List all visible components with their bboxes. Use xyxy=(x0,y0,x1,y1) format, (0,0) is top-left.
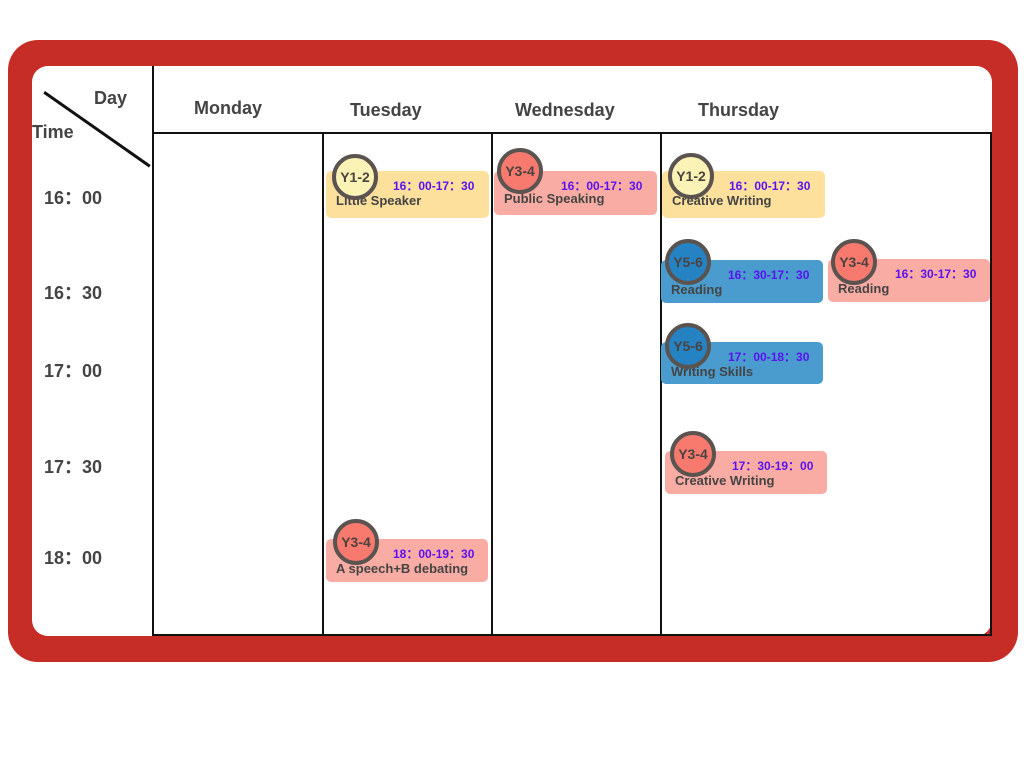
group-badge: Y1-2 xyxy=(332,154,378,200)
event-name: A speech+B debating xyxy=(336,561,469,576)
header-divider-horizontal xyxy=(153,132,992,134)
event-time: 17：30-19：00 xyxy=(732,459,814,473)
day-header-tuesday: Tuesday xyxy=(350,100,422,120)
time-axis-label: Time xyxy=(32,122,74,142)
time-label: 17：30 xyxy=(44,457,103,477)
column-line xyxy=(660,132,662,636)
time-label: 18：00 xyxy=(44,548,103,568)
event-name: Reading xyxy=(671,282,723,297)
event-time: 16：00-17：30 xyxy=(729,179,811,193)
day-header-wednesday: Wednesday xyxy=(515,100,615,120)
group-badge: Y3-4 xyxy=(831,239,877,285)
group-badge: Y3-4 xyxy=(670,431,716,477)
group-badge: Y1-2 xyxy=(668,153,714,199)
group-badge: Y3-4 xyxy=(333,519,379,565)
time-label: 17：00 xyxy=(44,361,103,381)
column-line xyxy=(322,132,324,636)
group-badge: Y5-6 xyxy=(665,239,711,285)
event-name: Public Speaking xyxy=(504,191,605,206)
event-time: 16：30-17：30 xyxy=(895,267,977,281)
header-divider-vertical xyxy=(152,66,154,636)
event-name: Creative Writing xyxy=(675,473,775,488)
column-line xyxy=(990,132,992,636)
event-time: 16：30-17：30 xyxy=(728,268,810,282)
time-label: 16：00 xyxy=(44,188,103,208)
event-time: 16：00-17：30 xyxy=(561,179,643,193)
column-line xyxy=(491,132,493,636)
event-time: 16：00-17：30 xyxy=(393,179,475,193)
group-badge: Y3-4 xyxy=(497,148,543,194)
bottom-line xyxy=(153,634,992,636)
day-axis-label: Day xyxy=(94,88,128,108)
group-badge: Y5-6 xyxy=(665,323,711,369)
day-header-monday: Monday xyxy=(194,98,263,118)
event-time: 18：00-19：30 xyxy=(393,547,475,561)
day-header-thursday: Thursday xyxy=(698,100,780,120)
event-time: 17：00-18：30 xyxy=(728,350,810,364)
time-label: 16：30 xyxy=(44,283,103,303)
